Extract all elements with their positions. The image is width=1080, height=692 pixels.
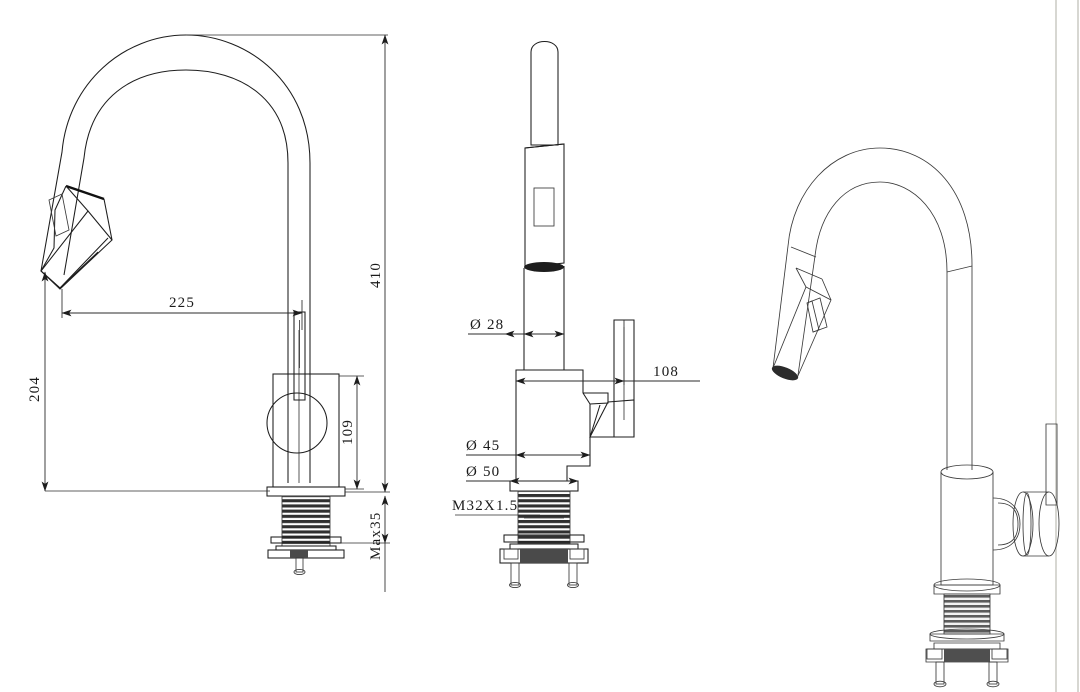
sprayer-head-front — [524, 40, 565, 272]
spout-outer-profile — [40, 34, 311, 483]
threaded-shank-perspective — [943, 593, 991, 635]
mounting-hardware-front — [499, 534, 589, 589]
dimension-label-max35: Max35 — [368, 512, 384, 561]
threaded-shank-front — [517, 490, 571, 544]
faucet-body-front — [515, 369, 591, 482]
front-elevation-view: Ø 28 108 Ø 45 Ø 50 — [452, 40, 700, 589]
dimension-handle-projection: 108 — [515, 320, 700, 385]
dimension-label-410: 410 — [368, 262, 384, 288]
dimension-body-diameter: Ø 45 — [466, 438, 591, 459]
dimension-base-diameter: Ø 50 — [466, 464, 579, 485]
dimension-spout-reach: 225 — [61, 289, 303, 330]
dimension-label-dia45: Ø 45 — [466, 438, 500, 454]
dimension-max-deck-thickness: Max35 — [341, 495, 390, 592]
threaded-shank — [281, 495, 331, 547]
deck-flange-front — [509, 480, 579, 492]
faucet-body — [266, 373, 340, 488]
faucet-body-perspective — [940, 423, 1060, 586]
dimension-overall-height: 410 — [186, 34, 390, 493]
handle-front — [583, 319, 635, 438]
dimension-spout-diameter: Ø 28 — [468, 317, 565, 338]
side-elevation-view: 410 225 204 109 — [27, 34, 390, 592]
handle-lever — [293, 311, 306, 401]
dimension-label-109: 109 — [340, 419, 356, 445]
deck-flange — [266, 486, 346, 497]
dimension-thread-spec: M32X1.5 — [452, 498, 540, 516]
sprayer-head-perspective — [771, 246, 832, 381]
dimension-label-108: 108 — [653, 364, 679, 380]
spout-inner-profile — [63, 69, 289, 483]
dimension-outlet-height: 204 — [27, 271, 270, 492]
dimension-label-dia50: Ø 50 — [466, 464, 500, 480]
dimension-label-225: 225 — [169, 295, 195, 311]
deck-flange-perspective — [933, 578, 1001, 595]
dimension-label-204: 204 — [27, 376, 43, 402]
dimension-body-height: 109 — [339, 375, 364, 490]
spout-tube-front — [523, 266, 565, 370]
perspective-view — [771, 147, 1060, 688]
dimension-label-dia28: Ø 28 — [470, 317, 504, 333]
dimension-label-m32x15: M32X1.5 — [452, 498, 518, 514]
mounting-hardware — [267, 536, 345, 576]
mounting-hardware-perspective — [925, 628, 1009, 688]
sheet-border — [1055, 0, 1079, 692]
